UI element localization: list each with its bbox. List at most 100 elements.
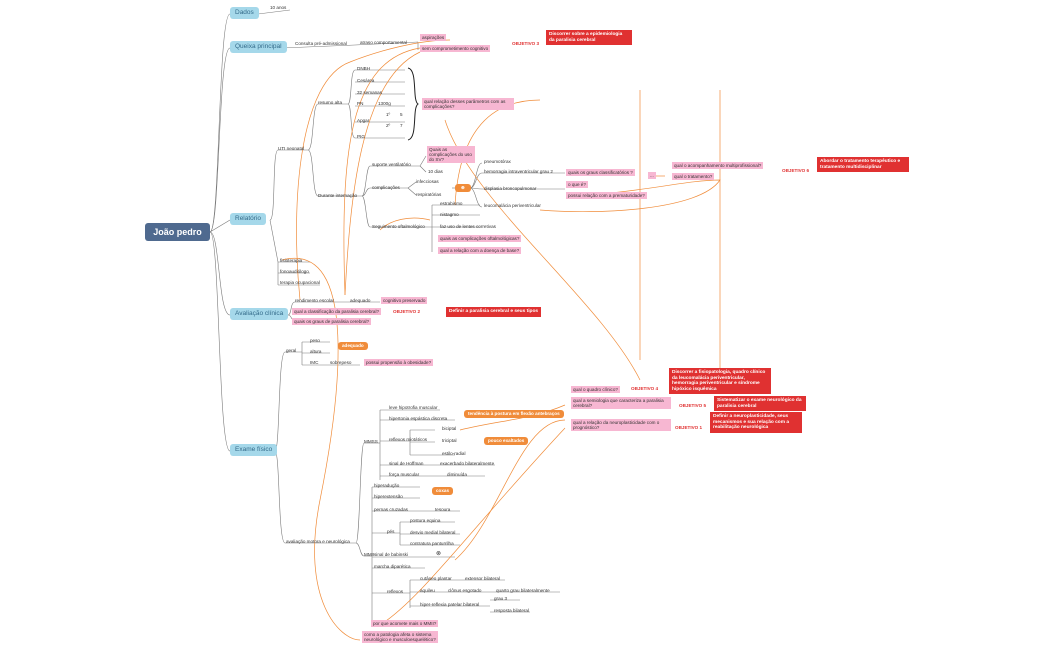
objective-5-goal: Sistematizar o exame neurológico da para… <box>714 396 806 411</box>
item-dnbh: DNBH <box>357 66 371 71</box>
root-topic[interactable]: João pedro <box>145 223 210 241</box>
grau-3: grau 3 <box>494 596 508 601</box>
branch-queixa[interactable]: Queixa principal <box>230 41 287 53</box>
leve-hipotrofia: leve hipotrofia muscular <box>389 405 438 410</box>
pneumotorax: pneumotórax <box>484 159 511 164</box>
biciptal: biciptal <box>442 426 457 431</box>
item-semanas: 32 semanas <box>357 90 383 95</box>
pink-sistema: como a patologia afeta o sistema neuroló… <box>362 631 438 643</box>
suporte-ventilatorio: suporte ventilatório <box>372 162 411 167</box>
objective-5-label: OBJETIVO 5 <box>679 403 707 408</box>
pink-classificacao: qual a classificação da paralisia cerebr… <box>292 308 382 315</box>
reflexos-miotaticos: reflexos miotáticos <box>389 437 428 442</box>
pink-mmii: por que acomete mais o MMII? <box>371 620 439 627</box>
rendimento-escolar: rendimento escolar <box>295 298 335 303</box>
estrabismo: estrabismo <box>440 201 463 206</box>
item-cesarea: Cesárea <box>357 78 375 83</box>
pink-neuroplasticidade: qual a relação da neuroplasticidade com … <box>571 419 671 431</box>
durante-internacao: Durante internação <box>318 193 358 198</box>
exame-imc: IMC <box>310 360 319 365</box>
contratura: contratura panturrilha <box>410 541 454 546</box>
branch-dados[interactable]: Dados <box>230 7 259 19</box>
mmii: MMII <box>364 552 375 557</box>
terapia-ocupacional: terapia ocupacional <box>280 280 320 285</box>
extensor-bilateral: extensor bilateral <box>465 576 500 581</box>
uti-neonatal: UTI neonatal <box>278 146 305 151</box>
objective-3-goal: Discorrer sobre a epidemiologia da paral… <box>546 30 632 45</box>
pes: pés <box>387 529 395 534</box>
objective-6-label: OBJETIVO 6 <box>782 168 810 173</box>
resumo-alta: resumo alta <box>318 100 343 105</box>
dados-age: 10 anos <box>270 5 287 10</box>
postura-equina: postura equina <box>410 518 441 523</box>
sinal-hoffman: sinal de Hoffman <box>389 461 424 466</box>
aquileu: aquileu <box>420 588 435 593</box>
pink-oque: o que é? <box>566 181 588 188</box>
pink-cognitivo: cognitivo preservado <box>381 297 428 304</box>
queixa-consulta: Consulta pré-admissional <box>295 41 347 46</box>
pink-prematuridade: possui relação com a prematuridade? <box>566 192 647 199</box>
queixa-pink-1: aspirações <box>420 34 447 41</box>
diminuida: diminuída <box>447 472 467 477</box>
item-pig: PIG <box>357 134 365 139</box>
forca-muscular: força muscular <box>389 472 420 477</box>
coxas-tag: coxas <box>432 487 454 495</box>
sinal-babinski: sinal de babinski <box>374 552 408 557</box>
tendencia-tag: tendência à postura em flexão antebraços <box>464 410 564 418</box>
objective-2-label: OBJETIVO 2 <box>393 309 421 314</box>
objective-6-goal: Abordar o tratamento terapêutico e trata… <box>817 157 909 172</box>
pink-tratamento: qual o tratamento? <box>672 173 715 180</box>
objective-4-label: OBJETIVO 4 <box>631 386 659 391</box>
resposta-bilateral: resposta bilateral <box>494 608 529 613</box>
apgar-1: 1º <box>386 112 391 117</box>
branch-avaliacao[interactable]: Avaliação clínica <box>230 308 289 320</box>
pink-graus-class: quais os graus classificatórios ? <box>566 169 635 176</box>
pink-semiologia: qual a semiologia que caracteriza a para… <box>571 397 671 409</box>
displasia: displasia broncopulmonar <box>484 186 537 191</box>
tesoura: tesoura <box>435 507 451 512</box>
hipertonia: hipertonia espástica discreta <box>389 416 448 421</box>
pink-quadro: qual o quadro clínico? <box>571 386 620 393</box>
babinski-icon: ⊗ <box>436 551 442 557</box>
exame-geral: geral <box>286 348 297 353</box>
exame-sobrepeso: sobrepeso <box>330 360 352 365</box>
pink-parametros: qual relação desses parâmetros com as co… <box>422 98 514 110</box>
exame-adequado-tag: adequado <box>338 342 368 350</box>
leucomalacia: leucomalácia periventricular <box>484 203 541 208</box>
hiperaducao: hiperadução <box>374 483 400 488</box>
cutaneo-plantar: cutâneo plantar <box>420 576 452 581</box>
triciptal: triciptal <box>442 438 457 443</box>
pink-obesidade: possui propensão à obesidade? <box>364 359 434 366</box>
clonus: clônus esgotado <box>448 588 482 593</box>
pouco-exaltados-tag: pouco exaltados <box>484 437 529 445</box>
apgar-1-val: 5 <box>400 112 403 117</box>
infecciosas: infecciosas <box>416 179 439 184</box>
pink-suporte: Quais as complicações do uso do SV? <box>427 146 475 163</box>
branch-exame[interactable]: Exame físico <box>230 444 278 456</box>
item-apgar: Apgar <box>357 118 370 123</box>
respiratorias: respiratórias <box>416 192 442 197</box>
objective-1-label: OBJETIVO 1 <box>675 425 703 430</box>
fonoaudiologo: fonoaudiólogo <box>280 269 309 274</box>
queixa-pink-2: sem comprometimento cognitivo <box>420 45 491 52</box>
pink-oft1: quais as complicações oftalmológicas? <box>438 235 522 242</box>
objective-2-goal: Definir a paralisia cerebral e seus tipo… <box>446 307 542 317</box>
hiperextensao: hiperextensão <box>374 494 403 499</box>
nistagmo: nistagmo <box>440 212 459 217</box>
pernas-cruzadas: pernas cruzadas <box>374 507 408 512</box>
quarto-grau: quarto grau bilateralmente <box>496 588 550 593</box>
objective-4-goal: Discorrer a fisiopatologia, quadro clíni… <box>669 368 771 394</box>
hemorragia: hemorragia intraventricular grau 2 <box>484 169 553 174</box>
objective-3-label: OBJETIVO 3 <box>512 41 540 46</box>
item-pn: PN <box>357 101 364 106</box>
exame-altura: altura <box>310 349 322 354</box>
pink-oft2: qual a relação com a doença de base? <box>438 247 522 254</box>
desvio-medial: desvio medial bilateral <box>410 530 456 535</box>
rendimento-adequado: adequado <box>350 298 371 303</box>
pink-dots: ... <box>648 172 656 179</box>
lentes: faz uso de lentes corretivas <box>440 224 496 229</box>
mmss: MMSS <box>364 439 378 444</box>
exame-peso: peso <box>310 338 320 343</box>
branch-relatorio[interactable]: Relatório <box>230 213 267 225</box>
